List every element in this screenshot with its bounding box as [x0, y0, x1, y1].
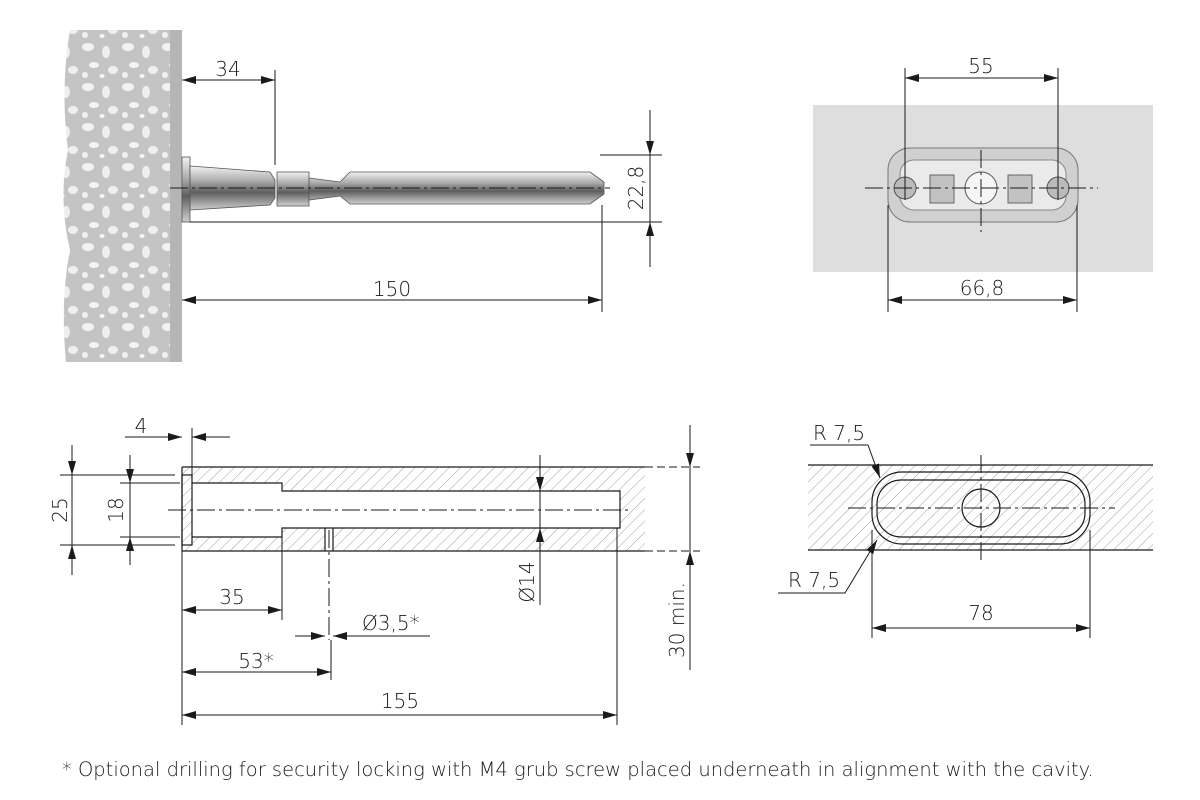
- radius-label-bottom: R 7,5: [788, 568, 840, 592]
- dim-bore-diameter: Ø14: [515, 561, 539, 602]
- dim-155: 155: [381, 689, 419, 713]
- dim-25: 25: [48, 497, 72, 522]
- pin-shaft: [308, 171, 605, 205]
- dim-55: 55: [968, 54, 993, 78]
- dim-66-8: 66,8: [960, 276, 1005, 300]
- front-view-plate: 55 66,8: [813, 54, 1153, 312]
- dim-drill-diameter: Ø3,5*: [362, 611, 420, 635]
- dim-53: 53*: [238, 649, 273, 673]
- wall-face: [170, 30, 182, 362]
- section-view-slot: R 7,5 R 7,5 78: [778, 421, 1153, 638]
- section-view-drilling: 4 25 18 35 Ø3,5* 53* 155: [48, 414, 700, 725]
- side-view-installed: 34 150 22,8: [63, 30, 662, 362]
- footnote: * Optional drilling for security locking…: [62, 758, 1094, 781]
- dim-4: 4: [135, 414, 148, 438]
- flange: [181, 156, 191, 223]
- dim-30-min: 30 min.: [665, 582, 689, 658]
- dim-22-8: 22,8: [624, 166, 648, 211]
- dim-34: 34: [215, 57, 240, 81]
- dim-35: 35: [219, 585, 244, 609]
- hex-nut: [276, 171, 310, 207]
- dim-18: 18: [104, 497, 128, 522]
- radius-label-top: R 7,5: [813, 421, 865, 445]
- dim-78: 78: [968, 601, 993, 625]
- wall: [63, 30, 182, 362]
- dim-150: 150: [373, 277, 411, 301]
